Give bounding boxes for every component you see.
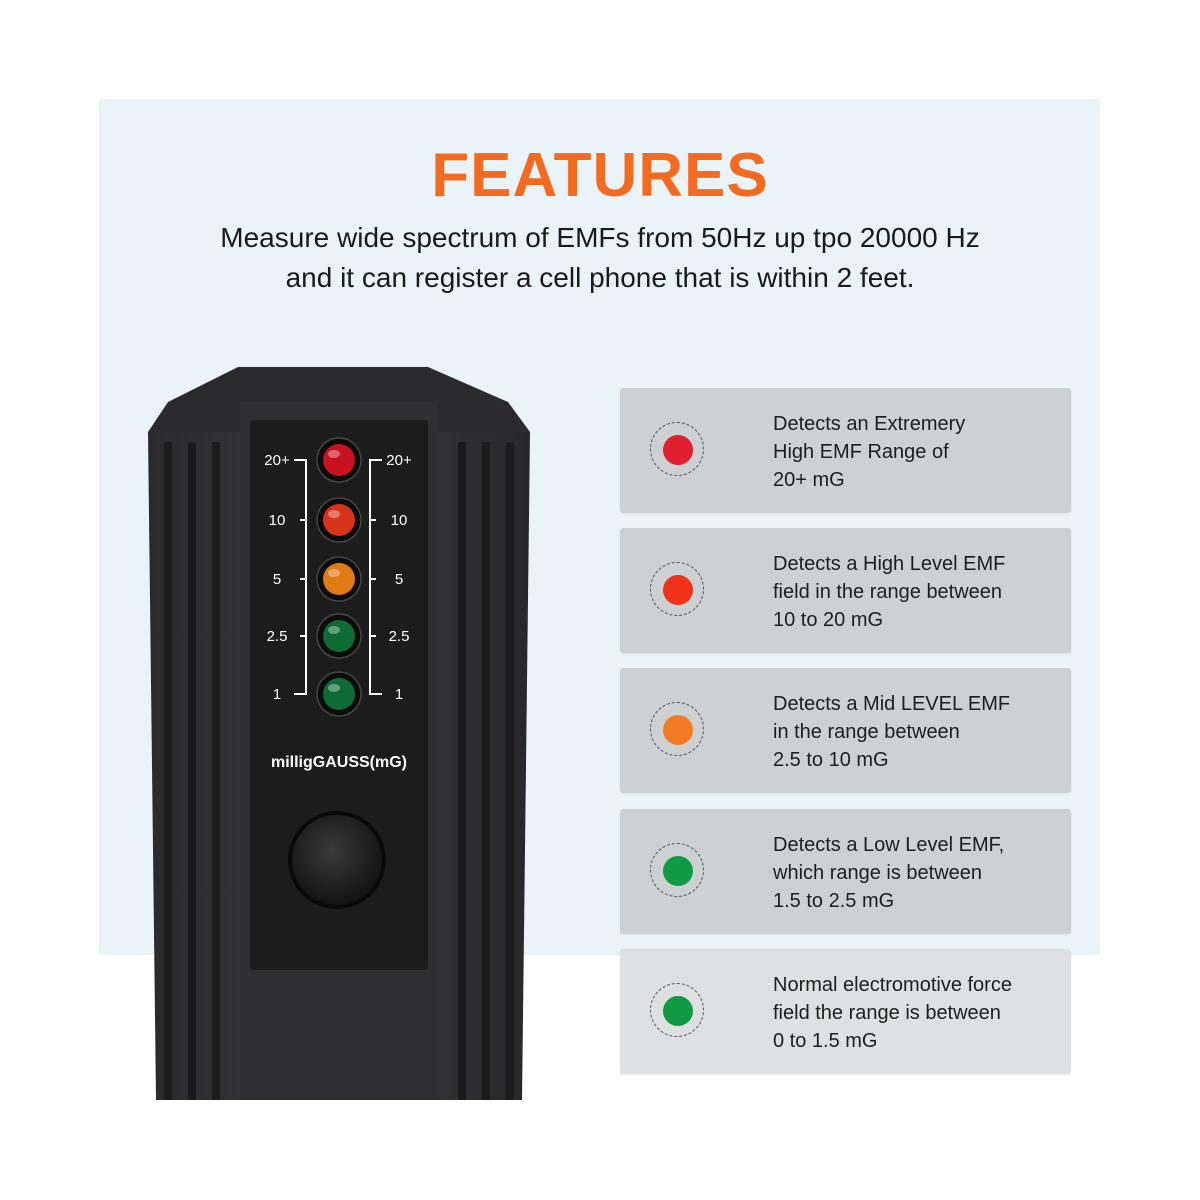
feature-line: Detects a High Level EMF: [773, 553, 1006, 575]
power-button[interactable]: [288, 811, 386, 909]
feature-description: Detects a Low Level EMF, which range is b…: [773, 831, 1063, 915]
scale-label-right: 2.5: [389, 628, 410, 645]
feature-line: Normal electromotive force: [773, 974, 1012, 996]
unit-label: milligGAUSS(mG): [271, 754, 407, 771]
led-indicator: [316, 556, 362, 602]
led-indicator: [316, 671, 362, 717]
scale-label-left: 2.5: [267, 628, 288, 645]
page-title: FEATURES: [431, 141, 769, 210]
feature-card: Normal electromotive force field the rang…: [620, 949, 1071, 1074]
feature-description: Detects a Mid LEVEL EMF in the range betw…: [773, 690, 1063, 774]
scale-label-right: 1: [395, 686, 403, 703]
emf-meter-device: 20+ 10 5 2.5 1 20+ 10 5 2.5 1 milligGAUSS(mG): [148, 367, 530, 1100]
feature-line: Detects a Low Level EMF,: [773, 834, 1005, 856]
feature-line: field in the range between: [773, 581, 1003, 603]
led-indicator: [316, 497, 362, 543]
feature-description: Detects a High Level EMF field in the ran…: [773, 550, 1063, 634]
device-ribs-right: [458, 442, 514, 1100]
feature-line: 20+ mG: [773, 469, 845, 491]
feature-card: Detects a Mid LEVEL EMF in the range betw…: [620, 668, 1071, 793]
feature-description: Normal electromotive force field the rang…: [773, 971, 1063, 1055]
subtitle-line-1: Measure wide spectrum of EMFs from 50Hz …: [220, 222, 980, 253]
indicator-ring: [650, 422, 704, 476]
scale-label-right: 10: [391, 512, 408, 529]
scale-labels-left: 20+ 10 5 2.5 1: [264, 452, 290, 703]
indicator-ring: [650, 702, 704, 756]
feature-line: 0 to 1.5 mG: [773, 1030, 878, 1052]
scale-label-left: 10: [269, 512, 286, 529]
indicator-ring: [650, 983, 704, 1037]
indicator-dot-icon: [663, 715, 693, 745]
scale-label-right: 5: [395, 571, 403, 588]
device-ribs-left: [164, 442, 220, 1100]
page-subtitle: Measure wide spectrum of EMFs from 50Hz …: [150, 218, 1050, 298]
indicator-dot-icon: [663, 435, 693, 465]
indicator-ring: [650, 843, 704, 897]
indicator-ring: [650, 562, 704, 616]
subtitle-line-2: and it can register a cell phone that is…: [285, 262, 915, 293]
feature-line: 2.5 to 10 mG: [773, 749, 889, 771]
feature-card: Detects a Low Level EMF, which range is b…: [620, 809, 1071, 934]
feature-line: Detects an Extremery: [773, 413, 966, 435]
feature-line: 1.5 to 2.5 mG: [773, 890, 895, 912]
scale-labels-right: 20+ 10 5 2.5 1: [386, 452, 412, 703]
feature-card: Detects a High Level EMF field in the ran…: [620, 528, 1071, 653]
scale-label-right: 20+: [386, 452, 412, 469]
indicator-dot-icon: [663, 996, 693, 1026]
feature-line: High EMF Range of: [773, 441, 949, 463]
indicator-dot-icon: [663, 856, 693, 886]
feature-line: 10 to 20 mG: [773, 609, 884, 631]
led-indicator: [316, 613, 362, 659]
scale-label-left: 5: [273, 571, 281, 588]
feature-line: which range is between: [773, 862, 983, 884]
led-indicator: [316, 437, 362, 483]
scale-brackets: [294, 459, 382, 695]
feature-line: Detects a Mid LEVEL EMF: [773, 693, 1011, 715]
scale-label-left: 1: [273, 686, 281, 703]
led-indicators: [316, 437, 362, 717]
feature-line: field the range is between: [773, 1002, 1001, 1024]
scale-label-left: 20+: [264, 452, 290, 469]
indicator-dot-icon: [663, 575, 693, 605]
feature-line: in the range between: [773, 721, 960, 743]
